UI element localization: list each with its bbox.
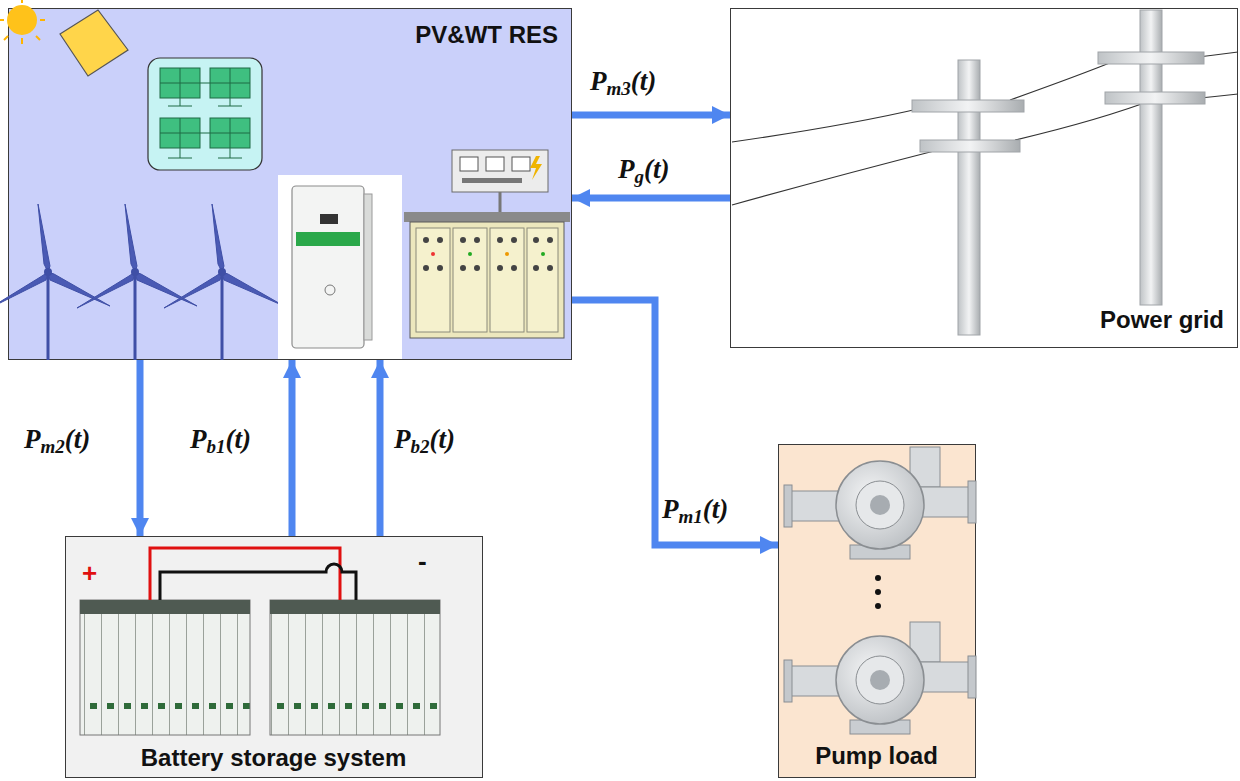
power-flow-arrow bbox=[137, 360, 144, 536]
box-title: Power grid bbox=[1100, 306, 1224, 334]
flow-label: Pg(t) bbox=[618, 154, 669, 188]
power-flow-arrow bbox=[572, 195, 730, 202]
box-title: Battery storage system bbox=[141, 744, 406, 772]
power-flow-arrow bbox=[572, 300, 778, 545]
box-title: PV&WT RES bbox=[415, 21, 558, 49]
power-flow-arrow bbox=[289, 360, 296, 536]
flow-label: Pb1(t) bbox=[190, 424, 251, 458]
box-title: Pump load bbox=[815, 742, 938, 770]
terminal-sign: + bbox=[82, 560, 97, 586]
power-flow-arrow bbox=[377, 360, 384, 536]
terminal-sign: - bbox=[418, 548, 427, 574]
power-flow-arrow bbox=[572, 112, 730, 119]
flow-label: Pm2(t) bbox=[24, 424, 90, 458]
flow-label: Pm3(t) bbox=[590, 66, 656, 100]
flow-label: Pm1(t) bbox=[662, 494, 728, 528]
flow-label: Pb2(t) bbox=[394, 424, 455, 458]
